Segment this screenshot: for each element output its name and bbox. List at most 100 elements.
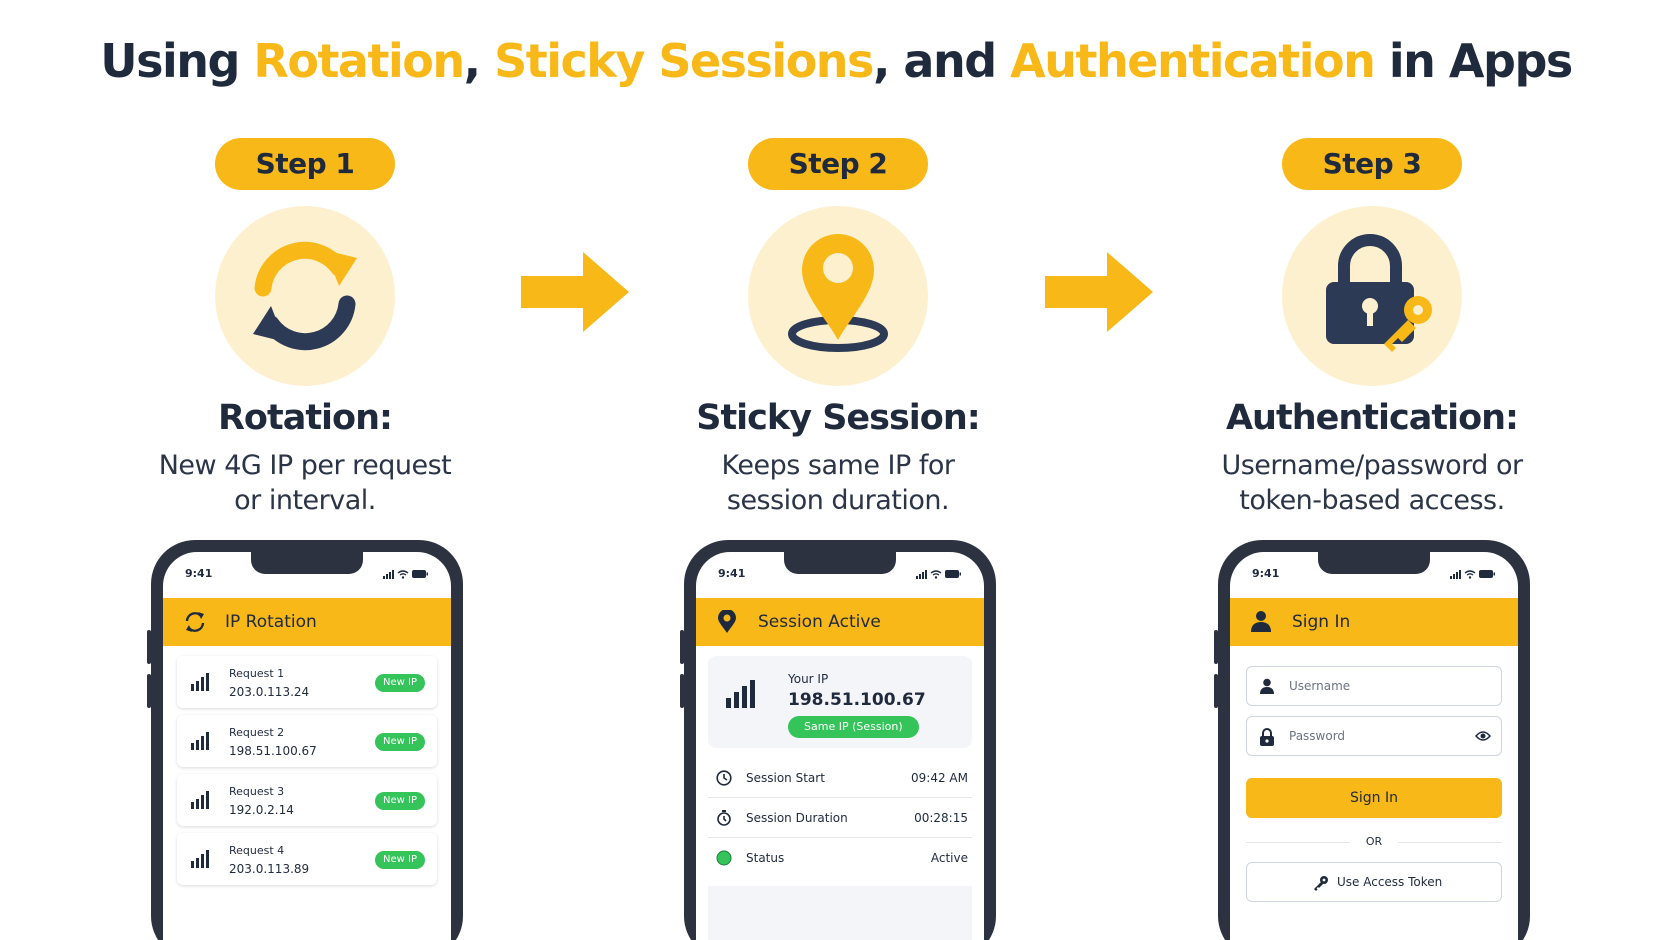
clock-icon [716,770,732,786]
lock-icon [1260,728,1274,746]
ip-value: 198.51.100.67 [788,690,926,710]
step-badge: Step 3 [1282,138,1462,190]
step-description-line: Username/password or [1221,450,1523,481]
request-label: Request 1 [229,667,285,680]
row-label: Status [746,851,785,865]
token-label: Use Access Token [1337,875,1443,889]
password-field[interactable]: Password [1246,716,1502,756]
step-description: New 4G IP per request or interval. [93,448,517,518]
step-rotation: Step 1 Rotation: New 4G IP per request o… [93,0,513,940]
phone-auth: 9:41 Sign In Username Pas [1214,540,1530,940]
step-authentication: Step 3 Authentication: Username/password… [1160,0,1580,940]
title-highlight-rotation: Rotation [253,34,465,88]
request-list: Request 1 203.0.113.24 New IP Request 2 … [177,656,437,892]
title-highlight-authentication: Authentication [1010,34,1376,88]
key-icon [1314,876,1328,891]
title-text: in Apps [1374,34,1573,88]
step-description-line: session duration. [726,485,950,516]
status-time: 9:41 [1252,567,1280,580]
signal-icon [191,673,209,691]
or-divider: OR [1246,832,1502,852]
phone-rotation: 9:41 IP Rotation Requ [147,540,463,940]
list-item[interactable]: Request 4 203.0.113.89 New IP [177,833,437,885]
phone-notch [251,552,363,574]
request-label: Request 2 [229,726,285,739]
phone-screen: 9:41 IP Rotation Requ [163,552,451,940]
status-time: 9:41 [718,567,746,580]
status-bar: 9:41 [718,567,962,583]
use-access-token-button[interactable]: Use Access Token [1246,862,1502,902]
username-field[interactable]: Username [1246,666,1502,706]
step-heading: Rotation: [217,398,393,438]
status-time: 9:41 [185,567,213,580]
list-item[interactable]: Request 3 192.0.2.14 New IP [177,774,437,826]
step-description-line: New 4G IP per request [158,450,452,481]
request-label: Request 3 [229,785,285,798]
title-text: , and [872,34,1011,88]
title-text: Using [100,34,254,88]
status-badge: Same IP (Session) [788,716,919,738]
sign-in-button[interactable]: Sign In [1246,778,1502,818]
phone-notch [784,552,896,574]
signal-icon [726,680,755,708]
or-label: OR [1365,835,1383,848]
step-description-line: token-based access. [1239,485,1505,516]
location-pin-icon [718,610,736,633]
step-description-line: Keeps same IP for [721,450,955,481]
request-ip: 203.0.113.24 [229,685,310,699]
status-badge: New IP [375,792,425,810]
step-heading: Authentication: [1225,398,1519,438]
app-title: IP Rotation [225,612,317,632]
user-icon [1251,611,1271,632]
status-badge: New IP [375,851,425,869]
list-item[interactable]: Request 1 203.0.113.24 New IP [177,656,437,708]
title-text: , [463,34,495,88]
signal-icon [191,732,209,750]
step-heading: Sticky Session: [696,398,981,438]
status-dot-icon [716,850,732,866]
phone-screen: 9:41 Session Active Your IP 198.51.100.6… [696,552,984,940]
signal-wifi-battery-icon [916,570,961,579]
app-header: Session Active [696,598,984,646]
refresh-icon [185,612,205,632]
current-ip-card: Your IP 198.51.100.67 Same IP (Session) [708,656,972,748]
request-ip: 192.0.2.14 [229,803,294,817]
eye-icon[interactable] [1475,730,1491,742]
phone-notch [1318,552,1430,574]
signal-wifi-battery-icon [1450,570,1495,579]
step-badge: Step 1 [215,138,395,190]
status-bar: 9:41 [185,567,429,583]
app-header: Sign In [1230,598,1518,646]
location-pin-icon [788,234,888,352]
page-title: Using Rotation, Sticky Sessions, and Aut… [0,34,1672,88]
user-icon [1260,678,1274,694]
refresh-icon [253,241,357,351]
password-placeholder: Password [1289,729,1346,743]
step-description-line: or interval. [234,485,376,516]
app-title: Session Active [758,612,881,632]
signal-wifi-battery-icon [383,570,428,579]
row-label: Session Start [746,771,825,785]
icon-circle [748,206,928,386]
phone-screen: 9:41 Sign In Username Pas [1230,552,1518,940]
list-item[interactable]: Request 2 198.51.100.67 New IP [177,715,437,767]
card-footer [708,886,972,940]
step-description: Username/password or token-based access. [1160,448,1584,518]
lock-key-icon [1326,234,1432,352]
icon-circle [215,206,395,386]
stopwatch-icon [717,810,731,826]
row-label: Session Duration [746,811,848,825]
app-header: IP Rotation [163,598,451,646]
ip-label: Your IP [788,672,829,686]
status-bar: 9:41 [1252,567,1496,583]
row-value: 09:42 AM [911,771,968,785]
request-label: Request 4 [229,844,285,857]
step-sticky-session: Step 2 Sticky Session: Keeps same IP for… [626,0,1046,940]
request-ip: 203.0.113.89 [229,862,310,876]
session-start-row: Session Start 09:42 AM [708,758,972,798]
status-badge: New IP [375,674,425,692]
step-description: Keeps same IP for session duration. [626,448,1050,518]
status-row: Status Active [708,838,972,878]
phone-session: 9:41 Session Active Your IP 198.51.100.6… [680,540,996,940]
app-title: Sign In [1292,612,1351,632]
